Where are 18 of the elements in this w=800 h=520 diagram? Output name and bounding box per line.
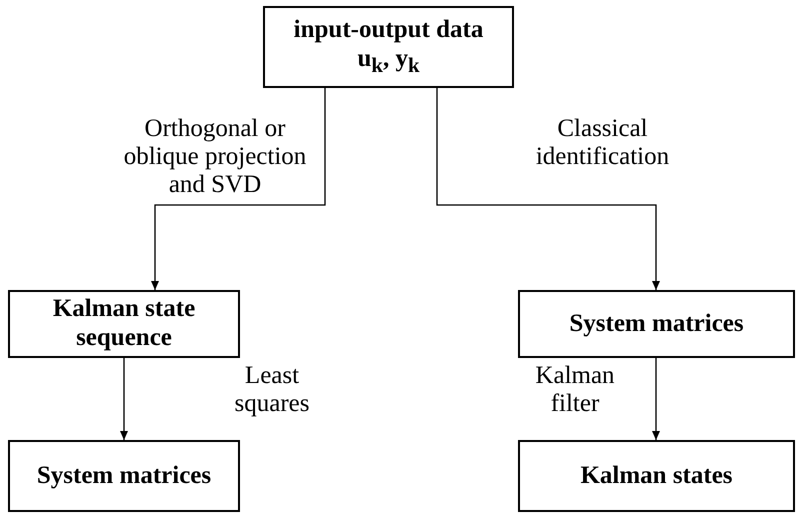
edge-label: Kalman filter xyxy=(534,362,616,418)
edge-label: Orthogonal or oblique projection and SVD xyxy=(122,115,308,199)
process-box xyxy=(518,290,795,358)
box-text: System matrices xyxy=(569,310,744,338)
process-box xyxy=(8,440,240,512)
box-text: Kalman states xyxy=(580,462,733,490)
box-text: input-output data u$_{k}$, y$_{k}$ xyxy=(292,16,484,78)
process-box xyxy=(518,440,795,512)
edge-label: Least squares xyxy=(234,362,310,418)
edge-label: Classical identification xyxy=(534,115,670,171)
process-box xyxy=(8,290,240,358)
process-box xyxy=(263,6,514,88)
box-text: Kalman state sequence xyxy=(52,295,196,353)
arrow xyxy=(652,358,660,440)
arrow xyxy=(120,358,128,440)
arrow xyxy=(151,88,326,290)
arrow xyxy=(436,88,660,290)
box-text: System matrices xyxy=(36,462,212,490)
